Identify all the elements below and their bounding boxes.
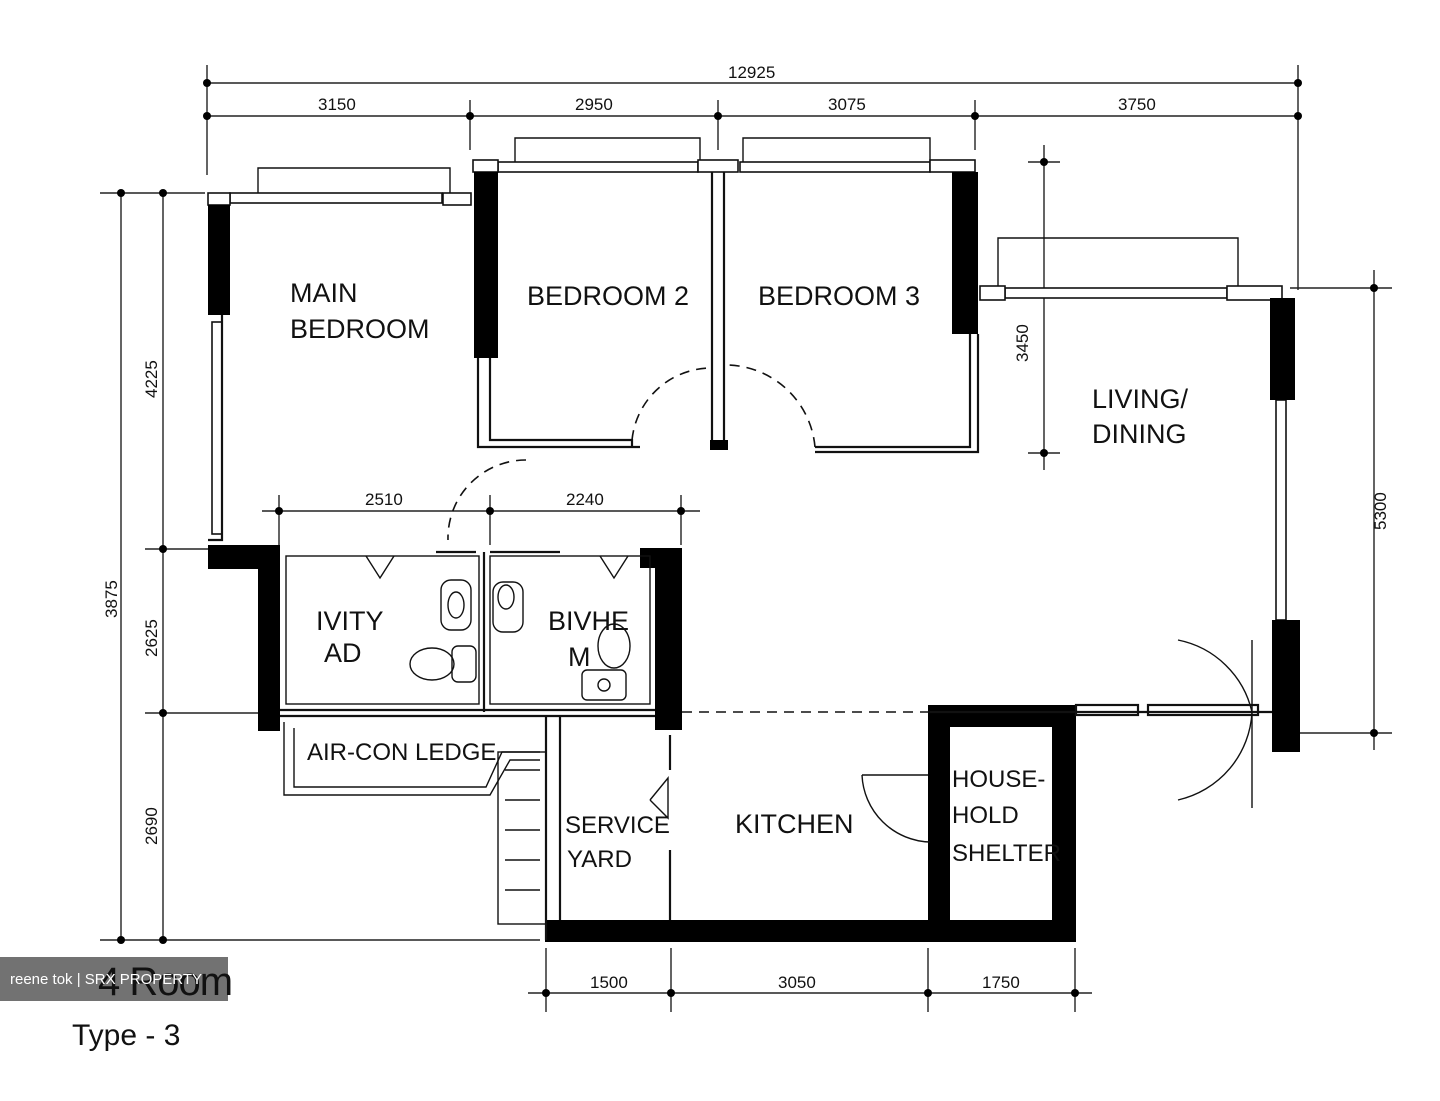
watermark-text: reene tok | SRX PROPERTY [10, 971, 203, 988]
label-bath2-line2: M [568, 642, 591, 672]
dim-top-3: 3075 [828, 95, 866, 114]
label-household-shelter-line3: SHELTER [952, 840, 1061, 867]
dim-living-height: 5300 [1371, 492, 1390, 530]
dim-top-4: 3750 [1118, 95, 1156, 114]
label-living-dining-line1: LIVING/ [1092, 384, 1189, 414]
dim-bottom-1: 1500 [590, 973, 628, 992]
dim-overall-width: 12925 [728, 63, 775, 82]
left-dimension-lines [100, 189, 540, 944]
watermark-band [0, 957, 228, 1001]
label-living-dining-line2: DINING [1092, 419, 1187, 449]
label-bedroom-3: BEDROOM 3 [758, 281, 920, 311]
label-aircon-ledge: AIR-CON LEDGE [307, 739, 496, 766]
room-labels: MAIN BEDROOM BEDROOM 2 BEDROOM 3 LIVING/… [290, 278, 1189, 873]
plan-title: 4 Room [98, 960, 233, 1004]
label-household-shelter-line1: HOUSE- [952, 766, 1045, 793]
bottom-dimension-lines [528, 948, 1092, 1012]
dim-bottom-2: 3050 [778, 973, 816, 992]
label-service-yard-line1: SERVICE [565, 812, 670, 839]
label-service-yard-line2: YARD [567, 846, 632, 873]
dim-top-1: 3150 [318, 95, 356, 114]
partitions [208, 172, 1272, 940]
door-swings [365, 364, 1253, 843]
label-bedroom-2: BEDROOM 2 [527, 281, 689, 311]
dim-left-inner: 2625 [142, 619, 161, 657]
label-main-bedroom-line2: BEDROOM [290, 314, 430, 344]
top-dimension-lines [203, 65, 1302, 290]
bath-dimension-lines [262, 495, 700, 545]
right-dimension-lines [1028, 145, 1392, 750]
label-bath1-line2: AD [324, 638, 362, 668]
label-household-shelter-line2: HOLD [952, 802, 1019, 829]
dim-top-2: 2950 [575, 95, 613, 114]
dim-bottom-3: 1750 [982, 973, 1020, 992]
windows [207, 137, 1287, 621]
dim-left-3875: 3875 [102, 580, 121, 618]
dim-left-2690: 2690 [142, 807, 161, 845]
label-bath1-line1: IVITY [316, 606, 384, 636]
label-bath2-line1: BIVHE [548, 606, 629, 636]
plan-subtitle: Type - 3 [72, 1019, 181, 1052]
label-kitchen: KITCHEN [735, 809, 854, 839]
dim-left-4225: 4225 [142, 360, 161, 398]
dim-bath-1: 2510 [365, 490, 403, 509]
label-main-bedroom-line1: MAIN [290, 278, 358, 308]
sanitary-fixtures [409, 579, 631, 701]
structural-walls [208, 172, 1300, 942]
dim-bath-2: 2240 [566, 490, 604, 509]
dim-bedroom3-height: 3450 [1013, 324, 1032, 362]
